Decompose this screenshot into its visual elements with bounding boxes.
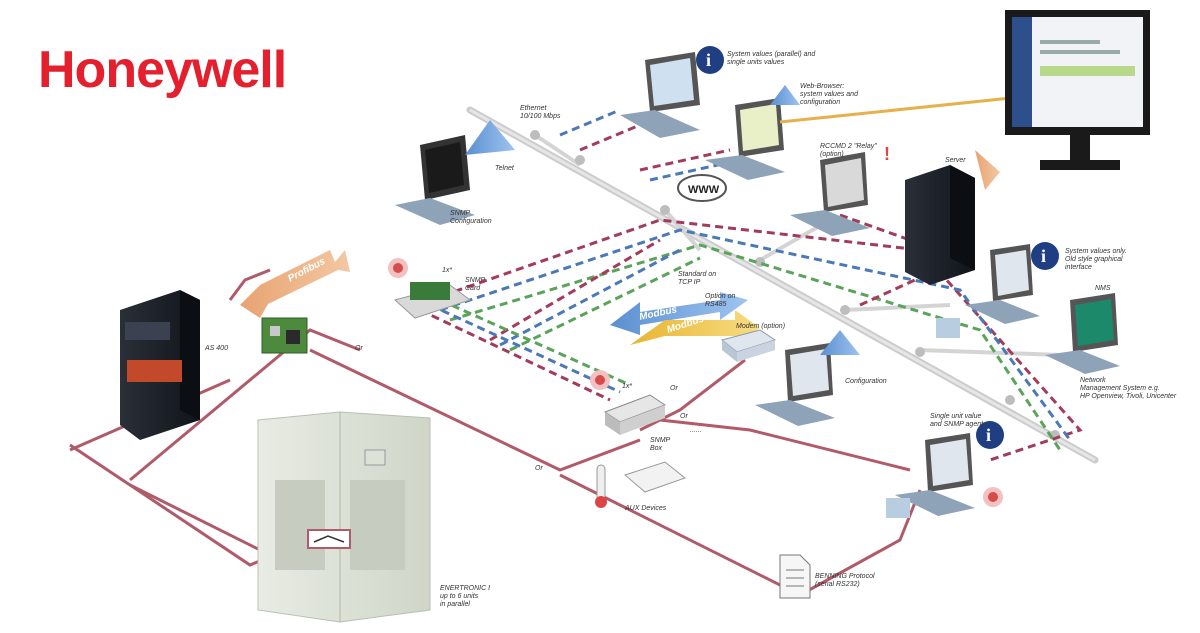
- nms-label: NMS: [1095, 285, 1111, 292]
- svg-text:i: i: [986, 425, 991, 445]
- svg-text:i: i: [706, 50, 711, 70]
- profibus-arrow: Profibus: [240, 250, 350, 318]
- configuration-label: Configuration: [845, 378, 887, 385]
- server-tower: Server: [905, 150, 1000, 285]
- or-label-4: Or: [670, 385, 678, 392]
- modem-label: Modem (option): [736, 323, 785, 330]
- as400-server: AS 400: [120, 290, 228, 440]
- honeywell-logo: Honeywell: [38, 41, 287, 99]
- or-label-3: Or: [680, 413, 688, 420]
- rccmd-laptop: RCCMD 2 "Relay"(option) !: [790, 143, 890, 236]
- snmp-card-count: 1x*: [442, 267, 452, 274]
- as400-label: AS 400: [204, 345, 228, 352]
- server-label: Server: [945, 157, 966, 164]
- dots-label: ......: [690, 427, 702, 434]
- telnet-label: Telnet: [495, 165, 515, 172]
- svg-text:i: i: [1041, 246, 1046, 266]
- snmp-box-count: 1x*: [622, 383, 632, 390]
- ethernet-backbone: [466, 106, 1099, 464]
- benning-document: BENNING Protocol(serial RS232): [779, 554, 875, 599]
- or-label-2: Or: [535, 465, 543, 472]
- www-label: WWW: [688, 184, 720, 196]
- svg-text:!: !: [884, 144, 890, 164]
- laptop-configuration: Configuration: [755, 330, 887, 426]
- laptop-system-values-only: i System values only.Old style graphical…: [936, 242, 1127, 338]
- benning-label: BENNING Protocol(serial RS232): [815, 573, 875, 588]
- dashed-links: [419, 108, 1083, 462]
- www-cloud: WWW: [677, 174, 727, 202]
- rccmd-label: RCCMD 2 "Relay"(option): [820, 143, 877, 158]
- profibus-module: [261, 317, 308, 354]
- big-monitor: [1005, 10, 1150, 170]
- aux-devices: AUX Devices: [595, 461, 687, 512]
- or-label-1: Or: [355, 345, 363, 352]
- aux-devices-label: AUX Devices: [624, 505, 667, 512]
- modem: Modem (option): [720, 323, 785, 362]
